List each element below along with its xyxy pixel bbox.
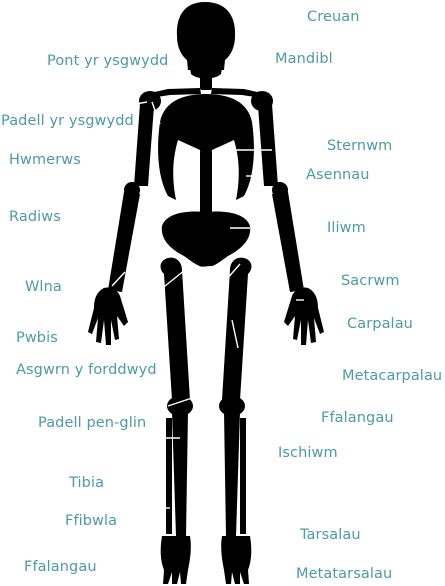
spine xyxy=(200,150,212,220)
left-knee xyxy=(167,396,193,416)
left-humerus xyxy=(134,104,154,186)
label-tibia: Tibia xyxy=(69,475,105,491)
label-padell-yr-ysgwydd: Padell yr ysgwydd xyxy=(1,113,134,129)
label-tarsalau: Tarsalau xyxy=(300,527,361,543)
right-knee xyxy=(219,396,245,416)
right-forearm xyxy=(272,192,304,292)
label-radiws: Radiws xyxy=(9,209,61,225)
label-metacarpalau: Metacarpalau xyxy=(342,368,443,384)
skull xyxy=(176,2,236,70)
right-hand xyxy=(284,287,324,345)
left-foot xyxy=(160,536,191,584)
right-foot xyxy=(221,536,252,584)
left-femur xyxy=(160,257,190,400)
label-iliwm: Iliwm xyxy=(327,220,366,236)
right-tibia xyxy=(224,412,240,536)
mandible xyxy=(189,62,223,79)
label-ffalangau-hand: Ffalangau xyxy=(321,410,394,426)
pelvis xyxy=(161,211,251,268)
left-forearm xyxy=(108,192,140,292)
right-fibula xyxy=(240,418,246,534)
right-clavicle xyxy=(211,88,262,98)
left-fibula xyxy=(166,418,172,534)
label-pont-yr-ysgwydd: Pont yr ysgwydd xyxy=(47,53,169,69)
label-hwmerws: Hwmerws xyxy=(9,152,81,168)
label-ffalangau-foot: Ffalangau xyxy=(24,559,97,575)
label-wlna: Wlna xyxy=(25,279,62,295)
label-metatarsalau: Metatarsalau xyxy=(296,566,393,582)
label-carpalau: Carpalau xyxy=(347,316,413,332)
label-ffibwla: Ffibwla xyxy=(65,513,118,529)
label-creuan: Creuan xyxy=(307,9,360,25)
label-asgwrn-y-forddwyd: Asgwrn y forddwyd xyxy=(16,362,157,378)
leader-lines xyxy=(111,61,304,509)
label-sacrwm: Sacrwm xyxy=(341,273,400,289)
label-sternwm: Sternwm xyxy=(327,138,393,154)
left-hand xyxy=(88,287,128,345)
right-femur xyxy=(222,257,252,400)
left-tibia xyxy=(172,412,188,536)
label-asennau: Asennau xyxy=(306,167,370,183)
ribcage xyxy=(158,94,254,205)
label-pwbis: Pwbis xyxy=(16,330,58,346)
label-ischiwm: Ischiwm xyxy=(278,445,338,461)
neck-vertebrae xyxy=(200,76,212,90)
right-humerus xyxy=(258,104,278,186)
left-clavicle xyxy=(150,88,201,98)
label-mandibl: Mandibl xyxy=(275,51,333,67)
label-padell-pen-glin: Padell pen-glin xyxy=(38,415,147,431)
